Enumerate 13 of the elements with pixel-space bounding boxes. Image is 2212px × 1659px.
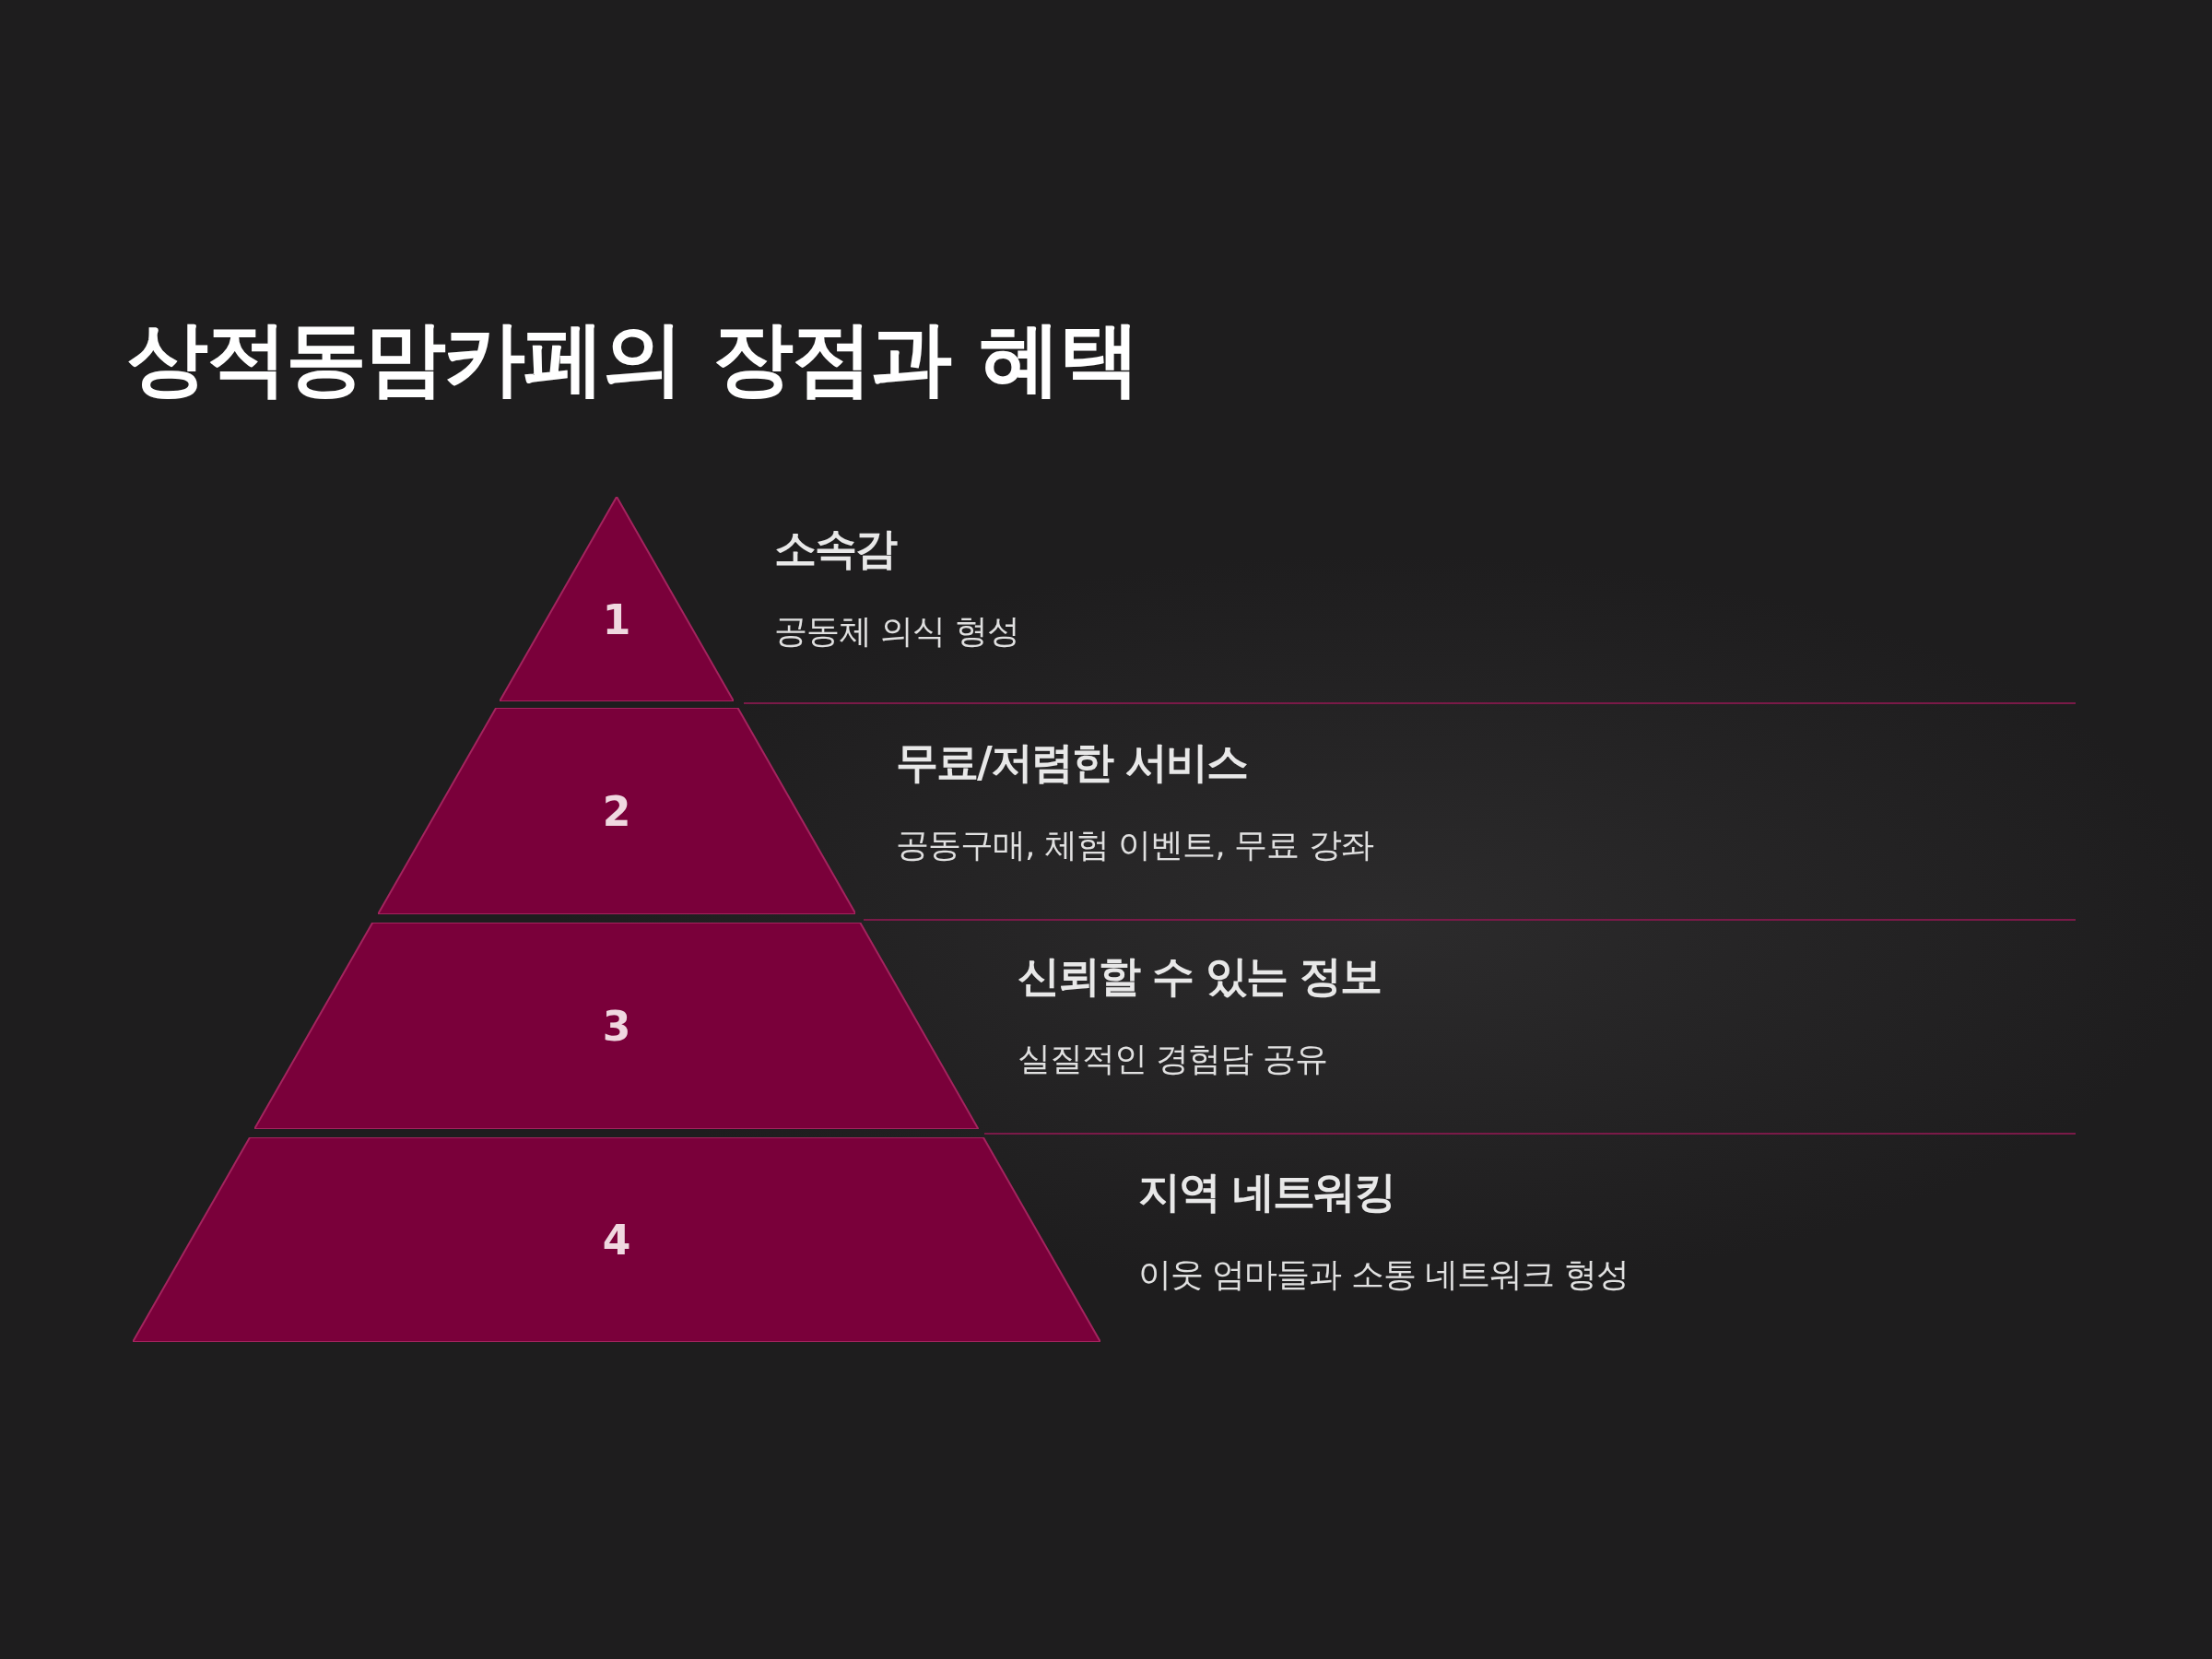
tier-number: 3	[602, 1002, 631, 1050]
tier-description: 공동구매, 체험 이벤트, 무료 강좌	[896, 825, 1373, 865]
tier-number: 4	[602, 1216, 631, 1264]
tier-description: 실질적인 경험담 공유	[1018, 1039, 1328, 1079]
tier-heading: 지역 네트워킹	[1138, 1166, 1395, 1218]
tier-description: 이웃 엄마들과 소통 네트워크 형성	[1138, 1254, 1629, 1295]
tier-heading: 소속감	[774, 523, 898, 575]
tier-heading: 신뢰할 수 있는 정보	[1018, 950, 1382, 1003]
tier-description: 공동체 의식 형성	[774, 611, 1019, 652]
tier-heading: 무료/저렴한 서비스	[896, 736, 1248, 789]
tier-number: 2	[602, 787, 631, 835]
title: 상적동맘카페의 장점과 혜택	[127, 310, 1139, 407]
tier-number: 1	[602, 595, 631, 643]
